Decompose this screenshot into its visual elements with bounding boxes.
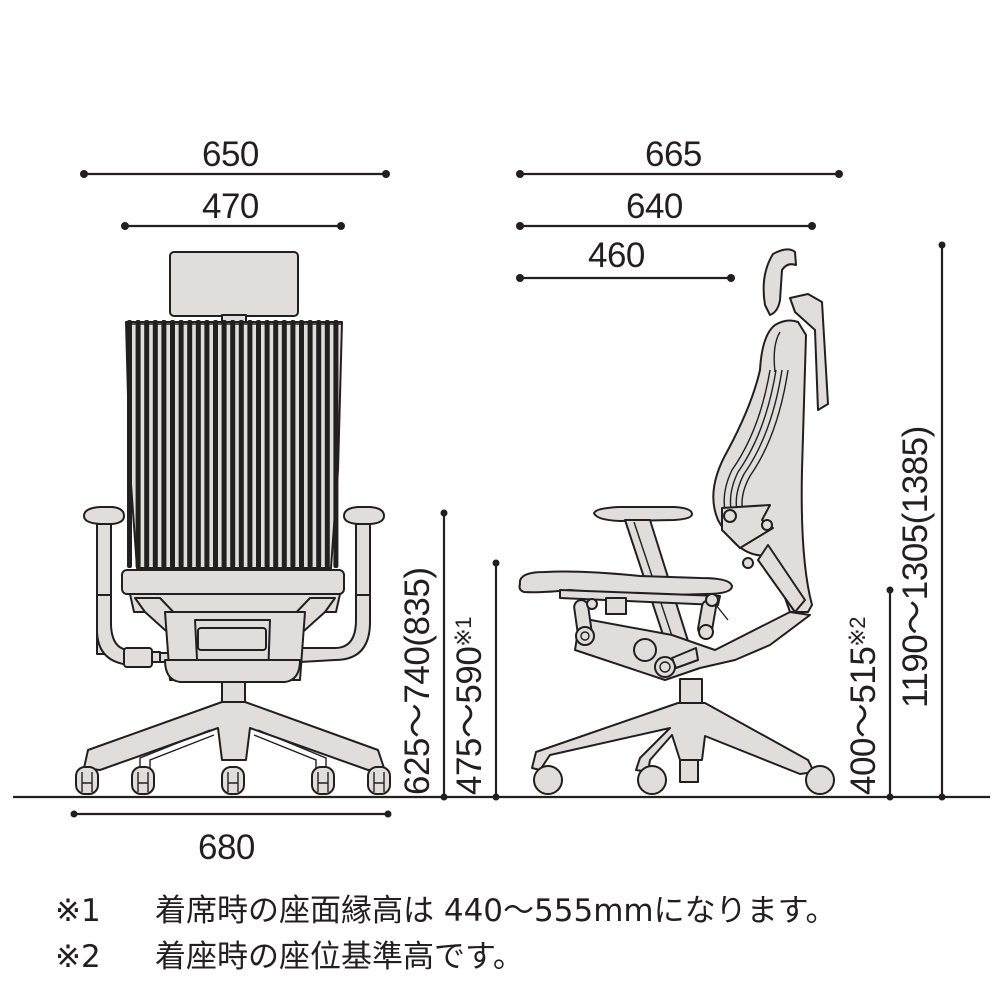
dim-line-665 <box>516 170 843 178</box>
side-mechanism <box>573 593 811 681</box>
overall-height-value: 1190〜1305(1385) <box>896 426 935 708</box>
label-depth-with-armrest: 640 <box>626 187 683 226</box>
dim-line-seat-height <box>492 559 500 801</box>
dim-line-seat-reference-height <box>886 586 894 801</box>
front-view-chair <box>75 251 391 795</box>
right-armrest <box>299 506 385 663</box>
side-casters <box>533 765 835 795</box>
footnote-mark: ※2 <box>55 939 101 975</box>
side-seat <box>518 570 733 615</box>
backrest-mesh <box>125 320 343 569</box>
label-backrest-width: 470 <box>202 187 259 226</box>
footnote-1: ※1 着席時の座面縁高は 440〜555mmになります。 <box>55 888 837 934</box>
side-backrest <box>712 319 813 613</box>
label-base-width: 680 <box>198 828 255 867</box>
dim-line-470 <box>121 222 345 230</box>
dim-line-650 <box>80 170 390 178</box>
front-base <box>83 701 385 771</box>
side-gas-cylinder <box>679 678 703 706</box>
side-view-chair <box>518 248 835 795</box>
label-seat-depth: 460 <box>588 236 645 275</box>
seat-height-note-mark: ※1 <box>451 617 476 647</box>
armrest-height-value: 625〜740(835) <box>398 567 437 796</box>
label-seat-reference-height: 400〜515※2 <box>844 617 883 795</box>
footnotes: ※1 着席時の座面縁高は 440〜555mmになります。 ※2 着座時の座位基準… <box>55 888 837 980</box>
footnote-text: 着席時の座面縁高は 440〜555mmになります。 <box>155 893 837 929</box>
label-overall-depth: 665 <box>645 135 702 174</box>
footnote-text: 着座時の座位基準高です。 <box>155 939 524 975</box>
label-seat-height: 475〜590※1 <box>450 617 489 795</box>
label-overall-height: 1190〜1305(1385) <box>896 426 935 708</box>
dim-line-overall-height <box>938 241 946 801</box>
dim-line-460 <box>516 274 735 282</box>
label-overall-width: 650 <box>202 135 259 174</box>
footnote-2: ※2 着座時の座位基準高です。 <box>55 934 837 980</box>
seat-height-value: 475〜590 <box>450 646 489 795</box>
label-armrest-height: 625〜740(835) <box>398 567 437 796</box>
gas-cylinder <box>221 681 246 705</box>
side-headrest <box>762 248 829 411</box>
seat-reference-height-note-mark: ※2 <box>845 617 870 647</box>
seat-reference-height-value: 400〜515 <box>844 646 883 795</box>
dim-line-armrest-height <box>440 509 448 801</box>
seat-cushion <box>121 569 345 595</box>
side-base <box>531 702 815 775</box>
headrest <box>169 251 299 317</box>
dim-line-680 <box>70 810 392 818</box>
front-casters <box>75 766 391 795</box>
footnote-mark: ※1 <box>55 893 101 929</box>
dim-line-640 <box>516 222 816 230</box>
